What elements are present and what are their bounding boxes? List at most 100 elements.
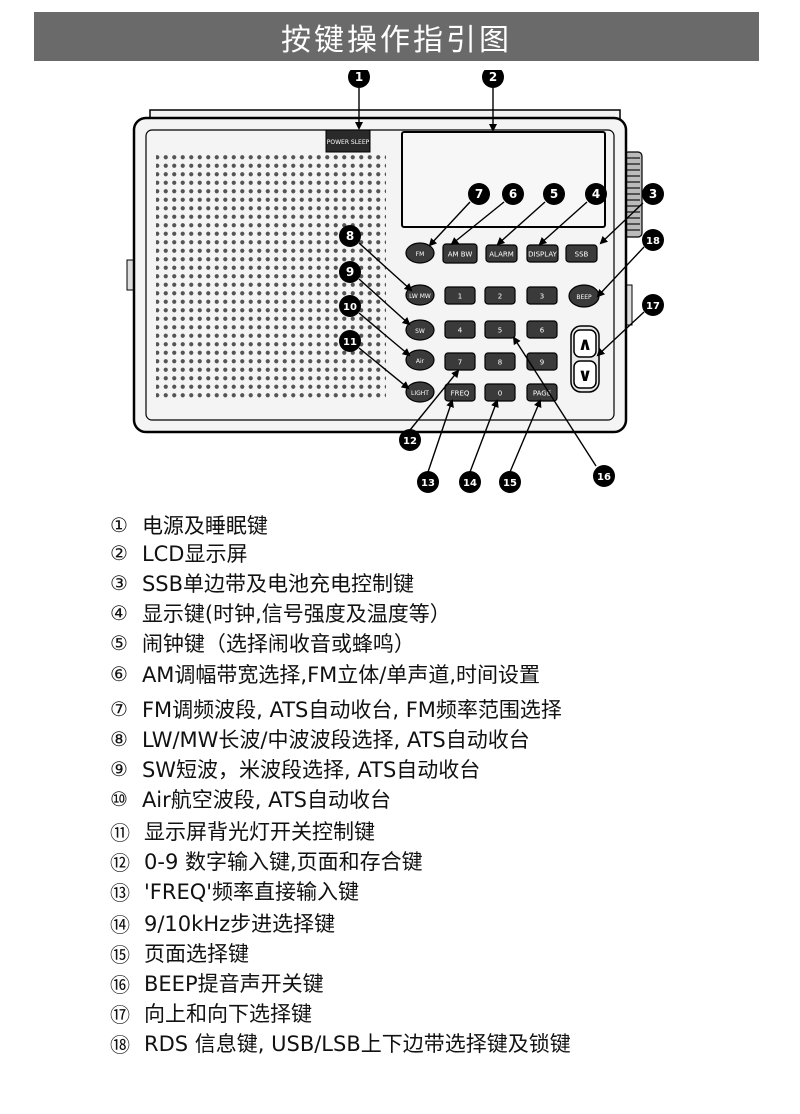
sw-button[interactable]: SW: [405, 319, 435, 341]
air-button[interactable]: Air: [405, 349, 435, 371]
light-button-label: LIGHT: [411, 390, 429, 397]
callout-marker-10: 10: [339, 295, 361, 317]
callout-arrow-18: [596, 246, 645, 298]
legend-text: SSB单边带及电池充电控制键: [141, 572, 415, 596]
callout-arrow-3: [599, 202, 644, 245]
legend-text: SW短波，米波段选择, ATS自动收台: [141, 758, 481, 782]
callout-number-18: 18: [646, 236, 660, 247]
legend-text: 电源及睡眠键: [141, 514, 268, 538]
air-button-label: Air: [416, 358, 425, 365]
legend-text: 显示键(时钟,信号强度及温度等）: [141, 602, 451, 626]
legend-number: ⑥: [110, 662, 128, 686]
legend-text: LCD显示屏: [141, 542, 248, 566]
legend-item: ⑦ FM调频波段, ATS自动收台, FM频率范围选择: [110, 694, 562, 724]
numeric-key-6-label: 6: [540, 327, 545, 335]
numeric-key-1-label: 1: [458, 293, 462, 301]
numeric-key-6[interactable]: 6: [526, 320, 558, 339]
numeric-key-2[interactable]: 2: [484, 286, 516, 305]
legend-text: FM调频波段, ATS自动收台, FM频率范围选择: [141, 698, 562, 722]
legend-text: 页面选择键: [144, 942, 249, 966]
callout-marker-8: 8: [339, 225, 361, 247]
callout-marker-12: 12: [399, 429, 421, 451]
legend-text: Air航空波段, ATS自动收台: [141, 788, 392, 812]
legend-text: AM调幅带宽选择,FM立体/单声道,时间设置: [141, 663, 541, 687]
am-bw-button[interactable]: AM BW: [442, 243, 478, 264]
up-arrow-icon: ∧: [578, 334, 593, 355]
callout-arrow-5: [496, 201, 546, 246]
callout-number-3: 3: [649, 187, 657, 201]
numeric-key-1[interactable]: 1: [444, 286, 476, 305]
numeric-key-9[interactable]: 9: [526, 352, 558, 371]
legend-number: ⑦: [110, 697, 128, 721]
page-button[interactable]: PAGE: [526, 383, 558, 402]
fm-button[interactable]: FM: [405, 242, 435, 264]
ssb-button-label: SSB: [575, 251, 589, 259]
callout-arrow-13: [427, 399, 454, 473]
down-button[interactable]: ∨: [573, 360, 597, 389]
down-arrow-icon: ∨: [578, 365, 593, 386]
callout-arrow-6: [450, 201, 505, 246]
callout-number-8: 8: [346, 229, 354, 243]
callout-arrow-16: [512, 336, 597, 467]
callout-marker-13: 13: [417, 471, 439, 493]
callout-marker-7: 7: [468, 183, 490, 205]
alarm-button-label: ALARM: [489, 251, 514, 259]
beep-button[interactable]: BEEP: [568, 284, 600, 308]
am-bw-button-label: AM BW: [448, 251, 473, 259]
callout-marker-18: 18: [642, 229, 664, 251]
numeric-key-4[interactable]: 4: [444, 320, 476, 339]
lw-mw-button[interactable]: LW MW: [405, 284, 435, 306]
power-sleep-button[interactable]: POWER SLEEP: [325, 129, 371, 153]
callout-arrow-15: [509, 399, 542, 473]
callout-arrow-9: [358, 278, 411, 326]
numeric-key-5[interactable]: 5: [484, 320, 516, 339]
up-button[interactable]: ∧: [573, 329, 597, 358]
sw-button-label: SW: [415, 328, 425, 335]
callout-number-6: 6: [509, 187, 517, 201]
numeric-key-7[interactable]: 7: [444, 352, 476, 371]
legend-number: ⑬: [110, 880, 130, 905]
ssb-button[interactable]: SSB: [565, 244, 598, 263]
legend-text: 0-9 数字输入键,页面和存合键: [144, 850, 423, 874]
legend-text: LW/MW长波/中波波段选择, ATS自动收台: [141, 728, 530, 752]
callout-arrow-7: [428, 201, 471, 247]
up-down-rocker[interactable]: ∧∨: [570, 325, 600, 393]
callout-marker-5: 5: [543, 183, 565, 205]
callout-arrow-10: [358, 312, 411, 357]
radio-inner-frame: [145, 129, 615, 421]
callout-number-17: 17: [646, 301, 660, 312]
numeric-key-5-label: 5: [498, 327, 502, 335]
legend-number: ⑮: [110, 942, 130, 967]
callout-number-4: 4: [592, 187, 600, 201]
legend-text: 向上和向下选择键: [144, 1002, 312, 1026]
freq-button[interactable]: FREQ: [444, 383, 476, 402]
numeric-key-3[interactable]: 3: [526, 286, 558, 305]
callout-marker-1: 1: [348, 70, 370, 88]
legend-text: RDS 信息键, USB/LSB上下边带选择键及锁键: [144, 1032, 571, 1056]
freq-button-label: FREQ: [451, 390, 470, 398]
legend-item: ⑨ SW短波，米波段选择, ATS自动收台: [110, 754, 480, 784]
legend-number: ⑪: [110, 820, 130, 845]
numeric-key-8[interactable]: 8: [484, 352, 516, 371]
callout-number-11: 11: [343, 337, 357, 348]
numeric-key-0[interactable]: 0: [484, 383, 516, 402]
callout-number-12: 12: [403, 436, 417, 447]
alarm-button[interactable]: ALARM: [485, 244, 518, 263]
light-button[interactable]: LIGHT: [405, 381, 435, 403]
callout-number-9: 9: [346, 265, 354, 279]
callout-number-15: 15: [503, 478, 517, 489]
display-button-label: DISPLAY: [528, 251, 557, 259]
legend-number: ⑨: [110, 757, 128, 781]
display-button[interactable]: DISPLAY: [526, 244, 559, 263]
callout-number-13: 13: [421, 478, 435, 489]
callout-marker-11: 11: [339, 330, 361, 352]
